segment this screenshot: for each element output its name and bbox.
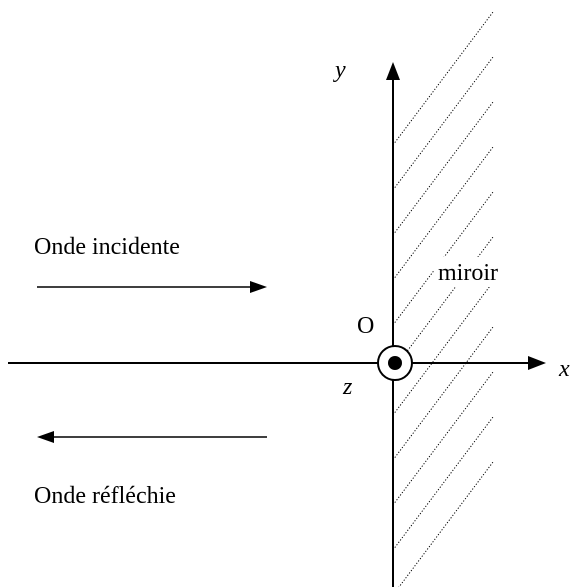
y-axis-label: y	[333, 57, 346, 83]
hatch-line	[393, 11, 494, 146]
hatch-line	[393, 146, 494, 281]
reflected-wave-label: Onde réfléchie	[34, 483, 176, 509]
hatch-line	[393, 371, 494, 506]
x-axis-label: x	[558, 356, 570, 382]
z-axis-label: z	[342, 374, 353, 400]
hatch-line	[393, 191, 494, 326]
hatch-line	[393, 281, 494, 416]
hatch-line	[393, 416, 494, 551]
mirror-label: miroir	[438, 260, 498, 286]
hatch-line	[393, 326, 494, 461]
incident-wave-arrowhead	[250, 281, 267, 293]
origin-label: O	[357, 313, 374, 339]
out-of-plane-dot-icon	[388, 356, 402, 370]
reflected-wave-arrowhead	[37, 431, 54, 443]
hatch-line	[398, 461, 494, 587]
hatch-line	[393, 236, 494, 371]
hatch-line	[393, 101, 494, 236]
y-axis-arrowhead	[386, 62, 400, 80]
x-axis-arrowhead	[528, 356, 546, 370]
mirror-label-backdrop	[434, 257, 514, 287]
hatch-line	[393, 56, 494, 191]
incident-wave-label: Onde incidente	[34, 234, 180, 260]
mirror-hatching	[393, 11, 494, 587]
